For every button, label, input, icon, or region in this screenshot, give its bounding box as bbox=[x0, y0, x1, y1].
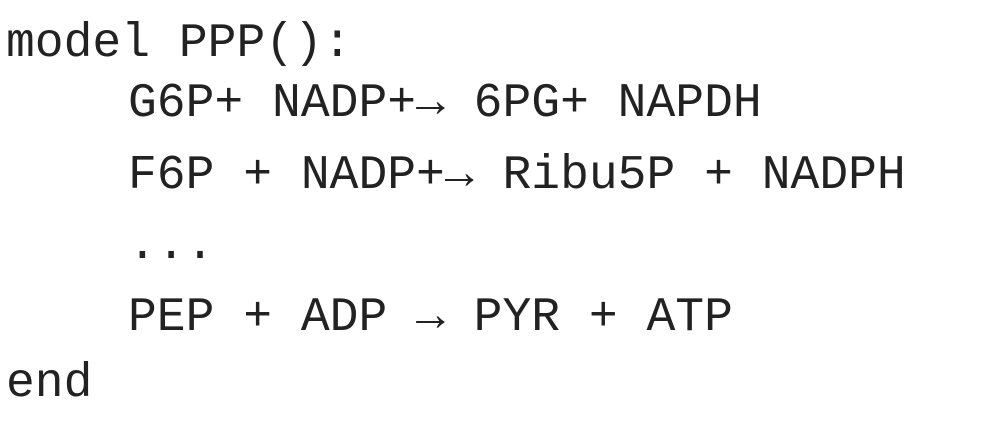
ellipsis-line: ... bbox=[128, 219, 215, 273]
model-end-line: end bbox=[6, 357, 93, 411]
reaction-line-pep: PEP + ADP → PYR + ATP bbox=[128, 291, 733, 345]
reaction-line-g6p: G6P+ NADP+→ 6PG+ NAPDH bbox=[128, 77, 762, 131]
model-header-line: model PPP(): bbox=[6, 17, 352, 71]
reaction-line-f6p: F6P + NADP+→ Ribu5P + NADPH bbox=[128, 149, 906, 203]
